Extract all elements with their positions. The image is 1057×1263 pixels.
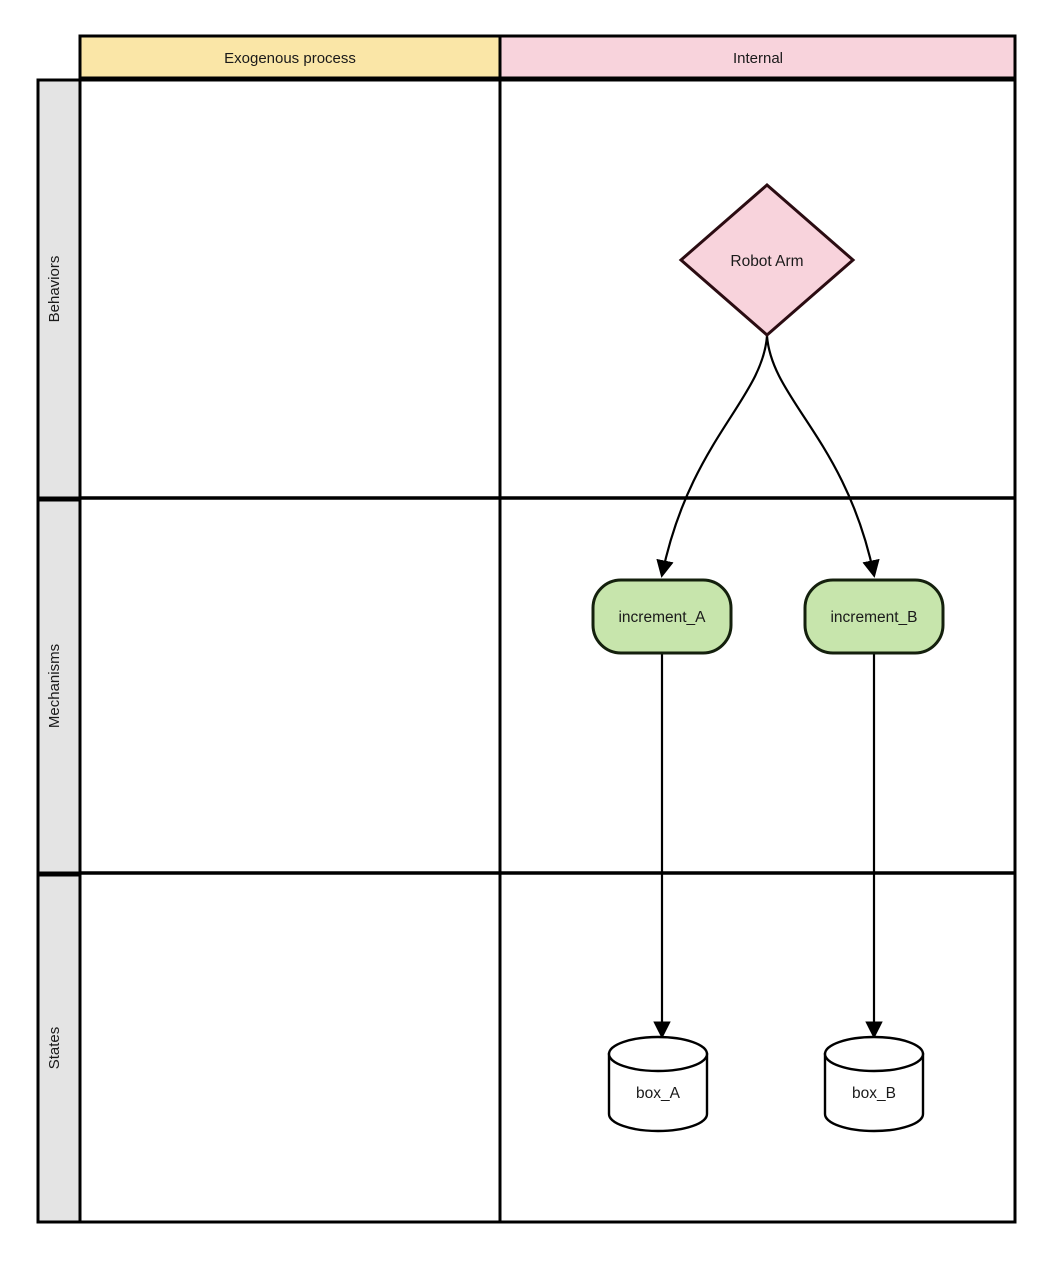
column-header-exogenous-label: Exogenous process bbox=[224, 50, 356, 67]
increment-b-shape bbox=[803, 578, 945, 655]
edge-robot-arm-to-increment-b bbox=[765, 335, 880, 578]
row-label-behaviors-fill bbox=[36, 78, 82, 500]
increment-b-label: increment_B bbox=[830, 609, 917, 626]
edges-layer bbox=[653, 335, 883, 1039]
row-label-mechanisms-text: Mechanisms bbox=[46, 644, 63, 728]
node-increment-b[interactable]: increment_B bbox=[803, 578, 945, 655]
column-header-exogenous[interactable]: Exogenous process bbox=[78, 34, 502, 80]
node-increment-a[interactable]: increment_A bbox=[591, 578, 733, 655]
row-label-states-fill bbox=[36, 873, 82, 1224]
box-b-label: box_B bbox=[852, 1085, 896, 1102]
node-box-b[interactable]: box_B bbox=[823, 1035, 925, 1133]
column-header-internal-fill bbox=[498, 34, 1017, 80]
row-label-states-text: States bbox=[46, 1027, 63, 1070]
robot-arm-label: Robot Arm bbox=[730, 253, 803, 270]
node-box-a[interactable]: box_A bbox=[607, 1035, 709, 1133]
row-label-behaviors-text: Behaviors bbox=[46, 256, 63, 323]
row-label-mechanisms[interactable]: Mechanisms bbox=[36, 498, 82, 875]
robot-arm-diamond-shape bbox=[678, 183, 856, 337]
box-a-cylinder-top bbox=[607, 1035, 709, 1073]
column-header-internal[interactable]: Internal bbox=[498, 34, 1017, 80]
edge-robot-arm-to-increment-a bbox=[656, 335, 769, 578]
increment-a-label: increment_A bbox=[618, 609, 706, 626]
box-a-label: box_A bbox=[636, 1085, 681, 1102]
column-header-internal-label: Internal bbox=[733, 50, 783, 67]
box-b-cylinder-body bbox=[823, 1052, 925, 1133]
row-label-states[interactable]: States bbox=[36, 873, 82, 1224]
box-b-cylinder-top bbox=[823, 1035, 925, 1073]
increment-a-shape bbox=[591, 578, 733, 655]
column-header-exogenous-fill bbox=[78, 34, 502, 80]
node-robot-arm[interactable]: Robot Arm bbox=[678, 183, 856, 337]
box-a-cylinder-body bbox=[607, 1052, 709, 1133]
row-label-behaviors[interactable]: Behaviors bbox=[36, 78, 82, 500]
